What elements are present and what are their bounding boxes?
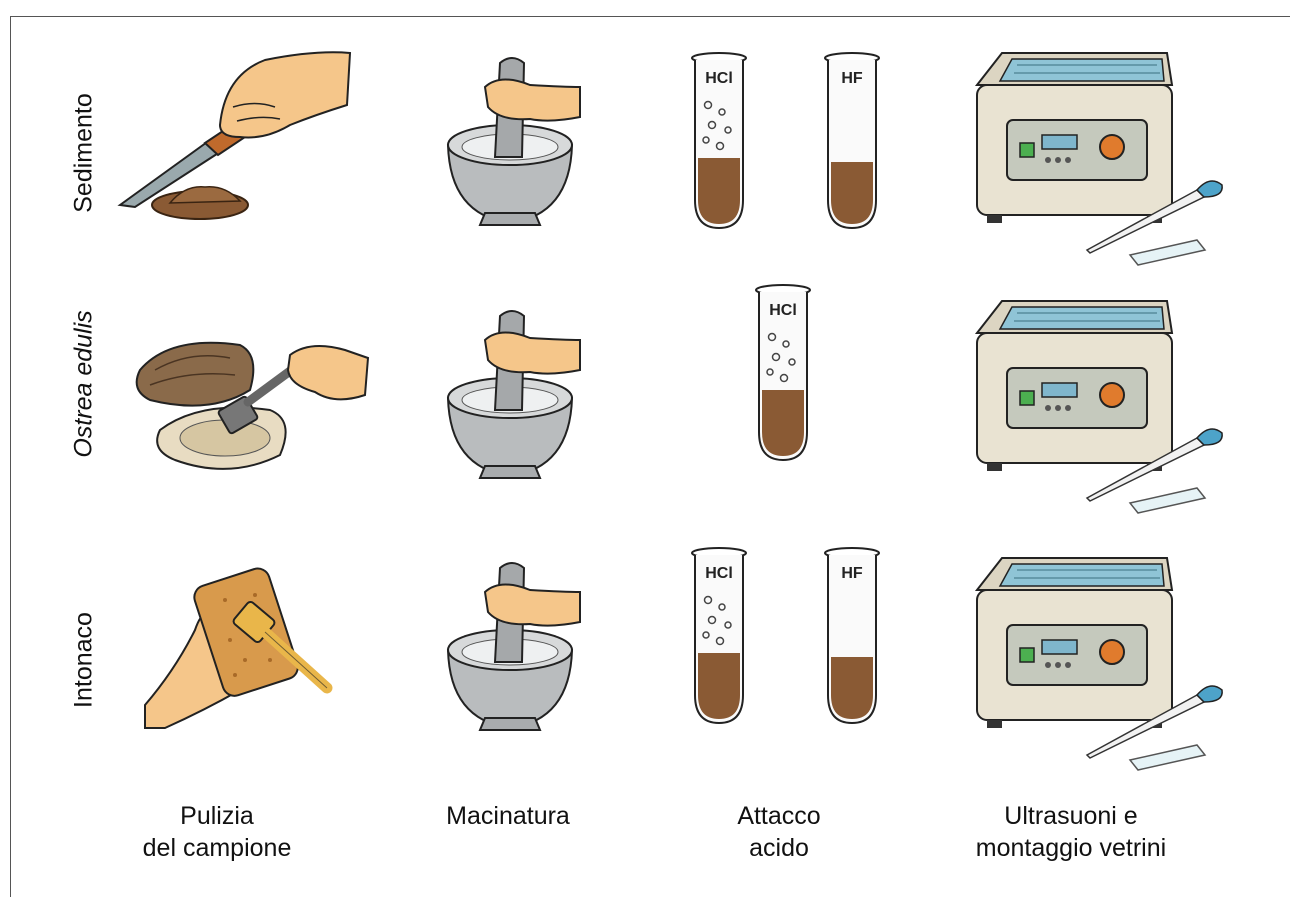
column-label-line: Ultrasuoni e bbox=[951, 800, 1191, 832]
column-label-line: Pulizia bbox=[97, 800, 337, 832]
mortar-pestle-illustration bbox=[440, 298, 580, 483]
column-label-pulizia: Pulizia del campione bbox=[97, 800, 337, 864]
row-label-sedimento: Sedimento bbox=[70, 93, 99, 213]
column-label-ultrasuoni: Ultrasuoni e montaggio vetrini bbox=[951, 800, 1191, 864]
column-label-line: Attacco bbox=[659, 800, 899, 832]
ultrasonic-bath-illustration bbox=[972, 45, 1237, 260]
mortar-pestle-illustration bbox=[440, 45, 580, 230]
column-label-macinatura: Macinatura bbox=[388, 800, 628, 832]
frame-left-border bbox=[10, 16, 11, 897]
acid-tube-hf: HF bbox=[821, 50, 883, 230]
tube-label: HF bbox=[821, 70, 883, 88]
tube-label: HF bbox=[821, 565, 883, 583]
tube-label: HCl bbox=[688, 565, 750, 583]
column-label-attacco-acido: Attacco acido bbox=[659, 800, 899, 864]
mortar-pestle-illustration bbox=[440, 550, 580, 735]
column-label-line: acido bbox=[659, 832, 899, 864]
ultrasonic-bath-illustration bbox=[972, 293, 1237, 508]
tube-label: HCl bbox=[752, 302, 814, 320]
oyster-brush-illustration bbox=[130, 330, 370, 480]
plaster-brush-illustration bbox=[145, 560, 345, 730]
column-label-line: Macinatura bbox=[388, 800, 628, 832]
tube-label: HCl bbox=[688, 70, 750, 88]
knife-cleaning-illustration bbox=[115, 45, 355, 225]
row-label-intonaco: Intonaco bbox=[70, 612, 99, 708]
acid-tube-hf: HF bbox=[821, 545, 883, 725]
column-label-line: montaggio vetrini bbox=[951, 832, 1191, 864]
acid-tube-hcl: HCl bbox=[688, 545, 750, 725]
acid-tube-hcl: HCl bbox=[688, 50, 750, 230]
frame-top-border bbox=[10, 16, 1290, 17]
ultrasonic-bath-illustration bbox=[972, 550, 1237, 765]
row-label-ostrea-edulis: Ostrea edulis bbox=[70, 310, 99, 457]
column-label-line: del campione bbox=[97, 832, 337, 864]
acid-tube-hcl: HCl bbox=[752, 282, 814, 462]
